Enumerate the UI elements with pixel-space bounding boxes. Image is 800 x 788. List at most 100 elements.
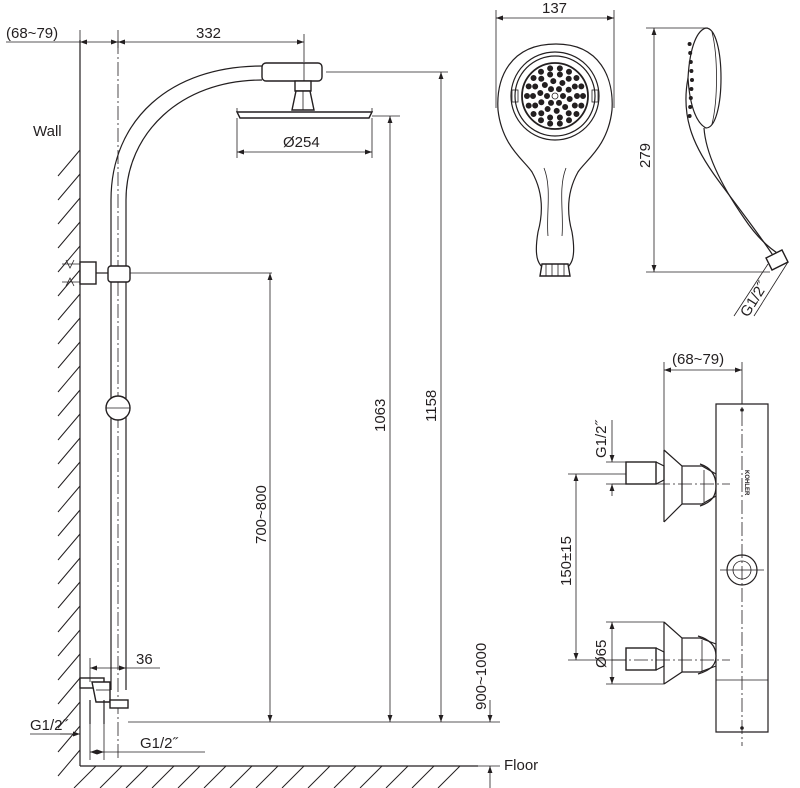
spray-nozzle [556, 120, 563, 127]
dim-mixer-diameter [606, 621, 664, 685]
dim-handshower-length [646, 27, 770, 273]
spray-nozzle [580, 93, 587, 100]
dim-outlet-offset-label: 36 [136, 651, 153, 668]
dim-hose-thread [733, 261, 789, 317]
wall-hatch-line [57, 317, 81, 345]
spray-nozzle [688, 105, 693, 109]
dim-handshower-width-label: 137 [542, 0, 567, 17]
dim-arm-length-label: 332 [196, 25, 221, 42]
spray-nozzle [544, 106, 551, 113]
dim-inlet-thread-bottom [89, 724, 205, 760]
dim-inlet-thread-bottom-label: G1/2˝ [140, 735, 179, 752]
spray-nozzle [578, 102, 585, 109]
wall-hatch-line [57, 269, 81, 297]
spray-nozzle [566, 95, 573, 102]
dim-wall-offset-top [6, 30, 119, 48]
spray-nozzle [530, 75, 537, 82]
spray-nozzle [538, 99, 545, 106]
wall-hatch-line [57, 725, 81, 753]
spray-nozzle [524, 93, 531, 100]
dim-mixer-wall-offset-label: (68~79) [672, 351, 724, 368]
floor-hatch-line [385, 765, 409, 788]
wall-hatch-line [57, 677, 81, 705]
mixer-brand-logo: KOHLER [743, 470, 749, 496]
wall-hatch-line [57, 509, 81, 537]
spray-nozzle [525, 83, 532, 90]
spray-nozzle [556, 65, 563, 72]
spray-nozzle [550, 78, 557, 85]
spray-nozzle [566, 68, 573, 75]
dim-mixer-thread-label: G1/2˝ [593, 419, 610, 458]
wall-hatch-line [57, 149, 81, 177]
spray-nozzle [566, 117, 573, 124]
dim-mixer-diameter-label: Ø65 [593, 640, 610, 668]
wall-hatch-line [57, 557, 81, 585]
wall-hatch-line [57, 293, 81, 321]
wall-hatch-line [57, 653, 81, 681]
wall-hatch-line [57, 629, 81, 657]
spray-nozzle [556, 114, 563, 121]
spray-nozzle [556, 86, 563, 93]
wall-bracket [62, 259, 272, 287]
floor-label: Floor [504, 757, 538, 774]
dim-height-head [372, 115, 400, 722]
dim-mixer-centers-label: 150±15 [558, 536, 575, 586]
dim-height-head-label: 1063 [372, 399, 389, 432]
spray-nozzle [688, 60, 693, 64]
dim-height-bracket-label: 700~800 [253, 485, 270, 544]
floor-hatch-line [73, 765, 97, 788]
spray-nozzle [574, 93, 581, 100]
floor-hatch-line [255, 765, 279, 788]
height-slider [105, 395, 131, 421]
spray-nozzle [547, 71, 554, 78]
dim-inlet-thread-wall-label: G1/2˝ [30, 717, 69, 734]
wall-hatch-line [57, 245, 81, 273]
spray-nozzle [571, 102, 578, 109]
floor-hatch-line [151, 765, 175, 788]
spray-nozzle [689, 87, 694, 91]
spray-nozzle [562, 104, 569, 111]
dim-valve-height-label: 900~1000 [473, 643, 490, 710]
spray-nozzle [544, 93, 551, 100]
spray-nozzle [547, 65, 554, 72]
floor-hatch-line [229, 765, 253, 788]
hand-shower-side [685, 27, 789, 271]
spray-nozzle [556, 99, 563, 106]
spray-nozzle [688, 96, 693, 100]
wall-hatch-line [57, 701, 81, 729]
wall [57, 40, 81, 777]
dim-height-arm [326, 71, 448, 722]
wall-hatch-line [57, 365, 81, 393]
spray-nozzle [530, 110, 537, 117]
spray-nozzle [541, 81, 548, 88]
wall-hatch-line [57, 581, 81, 609]
floor-hatch-line [437, 765, 461, 788]
floor-hatch-line [281, 765, 305, 788]
spray-nozzle [548, 86, 555, 93]
spray-nozzle [565, 110, 572, 117]
dim-height-arm-label: 1158 [423, 390, 440, 422]
spray-nozzle [525, 102, 532, 109]
overhead-shower-head [235, 80, 374, 119]
wall-hatch-line [57, 173, 81, 201]
hand-shower-front [497, 43, 613, 277]
dim-hose-thread-label: G1/2˝ [737, 278, 772, 320]
spray-nozzle [530, 93, 537, 100]
dim-mixer-wall-offset [663, 362, 743, 450]
dim-handshower-length-label: 279 [637, 143, 654, 168]
wall-hatch-line [57, 461, 81, 489]
dim-mixer-centers [568, 473, 626, 661]
bottom-valve [79, 677, 129, 724]
wall-hatch-line [57, 437, 81, 465]
spray-nozzle [688, 51, 693, 55]
dim-wall-offset-top-label: (68~79) [6, 25, 58, 42]
dim-arm-length [118, 34, 305, 62]
spray-nozzle [538, 110, 545, 117]
floor-hatch-line [99, 765, 123, 788]
spray-nozzle [547, 120, 554, 127]
wall-hatch-line [57, 197, 81, 225]
spray-nozzle [578, 83, 585, 90]
spray-nozzle [573, 110, 580, 117]
wall-hatch-line [57, 389, 81, 417]
